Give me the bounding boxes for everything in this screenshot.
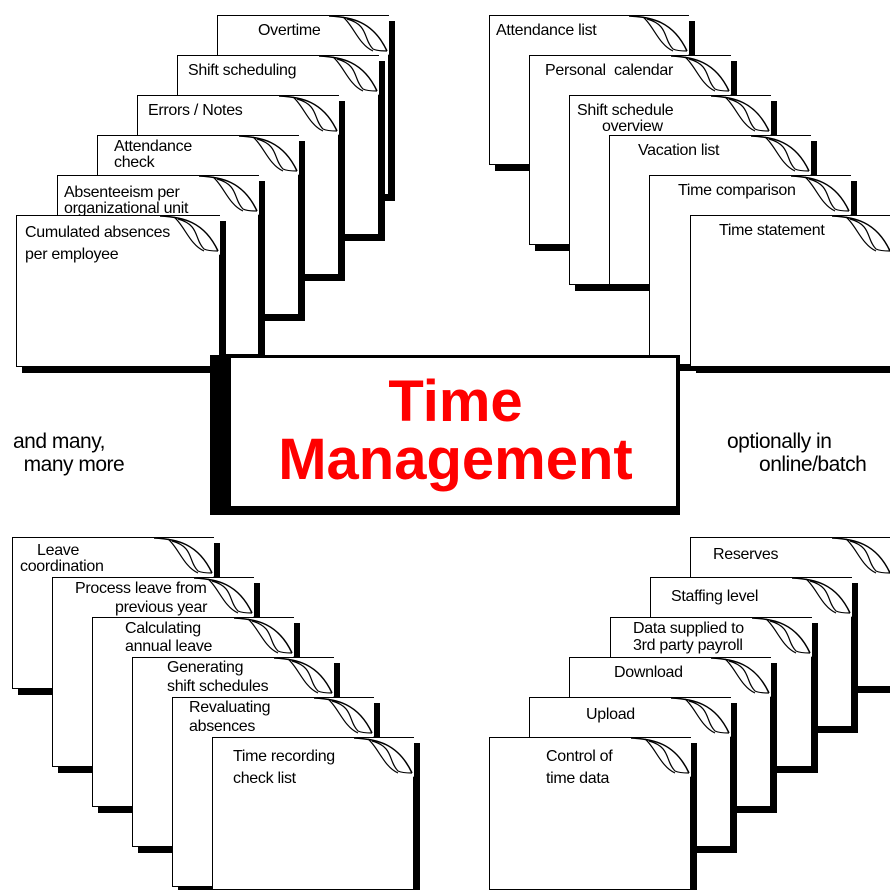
page-curl-icon: [274, 657, 334, 697]
card-label-line-2: shift schedules: [167, 678, 269, 695]
page-curl-icon: [832, 215, 890, 254]
card-label-line-1: Time recording: [233, 748, 335, 765]
page-curl-icon: [791, 175, 851, 215]
card-label-line-1: Staffing level: [671, 588, 759, 605]
card-label-line-2: overview: [602, 118, 663, 135]
page-curl-icon: [319, 55, 379, 95]
page-curl-icon: [711, 95, 771, 135]
card-label-line-1: Leave: [37, 542, 80, 559]
card-label-line-1: Revaluating: [189, 699, 271, 716]
card-label-line-1: Personal calendar: [545, 62, 674, 79]
card-label-line-1: Upload: [586, 706, 635, 723]
page-curl-icon: [629, 15, 689, 55]
card-label-line-1: Reserves: [713, 546, 779, 563]
card-label-line-2: coordination: [20, 558, 104, 575]
cards-top-left-card-6: Cumulated absences per employee: [16, 215, 220, 367]
card-label-line-2: previous year: [115, 599, 208, 616]
side-note-left-line-1: and many,: [13, 430, 106, 453]
card-label-line-1: Shift schedule: [577, 102, 674, 119]
side-note-right: optionally in online/batch: [727, 430, 867, 476]
card-label-line-1: Calculating: [125, 620, 201, 637]
page-curl-icon: [832, 537, 890, 576]
side-note-left: and many, many more: [13, 430, 125, 476]
page-curl-icon: [314, 697, 374, 737]
card-label-line-1: Cumulated absences: [25, 224, 170, 241]
page-curl-icon: [199, 175, 259, 215]
card-label-line-2: check: [114, 154, 155, 171]
card-label-line-1: Download: [614, 664, 683, 681]
card-label-line-2: 3rd party payroll: [633, 637, 743, 654]
card-label-line-1: Data supplied to: [633, 620, 744, 637]
cards-top-right-card-6: Time statement: [690, 215, 890, 367]
title-box-inner: Time Management: [229, 356, 678, 508]
page-curl-icon: [329, 15, 389, 55]
page-curl-icon: [671, 55, 731, 95]
card-label-line-2: organizational unit: [64, 200, 189, 217]
title-line-2: Management: [278, 427, 633, 492]
cards-bottom-right-card-6: Control of time data: [489, 737, 691, 890]
page-curl-icon: [160, 215, 220, 255]
page-curl-icon: [194, 577, 254, 617]
side-note-right-line-1: optionally in: [727, 430, 832, 453]
card-label-line-2: absences: [189, 718, 256, 735]
card-label-line-1: Process leave from: [75, 580, 207, 597]
page-curl-icon: [711, 657, 771, 697]
card-label-line-2: time data: [546, 770, 610, 787]
card-label-line-1: Control of: [546, 748, 613, 765]
title-line-1: Time: [388, 369, 523, 434]
card-label-line-1: Absenteeism per: [64, 184, 180, 201]
page-curl-icon: [752, 617, 812, 657]
page-curl-icon: [792, 577, 852, 617]
card-label-line-1: Attendance list: [496, 22, 597, 39]
side-note-left-line-2: many more: [23, 453, 125, 476]
card-label-line-1: Generating: [167, 659, 244, 676]
page-curl-icon: [279, 95, 339, 135]
page-curl-icon: [239, 135, 299, 175]
card-label-line-2: check list: [233, 770, 296, 787]
page-curl-icon: [234, 617, 294, 657]
page-curl-icon: [631, 737, 691, 777]
card-label-line-1: Time comparison: [678, 182, 796, 199]
card-label-line-2: per employee: [25, 246, 119, 263]
title-box: Time Management: [210, 355, 680, 515]
card-label-line-1: Shift scheduling: [188, 62, 297, 79]
side-note-right-line-2: online/batch: [759, 453, 867, 476]
card-label-line-1: Attendance: [114, 138, 192, 155]
page-curl-icon: [671, 697, 731, 737]
page-curl-icon: [354, 737, 414, 777]
page-curl-icon: [154, 537, 214, 577]
card-label-line-1: Time statement: [719, 222, 825, 239]
page-curl-icon: [751, 135, 811, 175]
card-label-line-1: Errors / Notes: [148, 102, 243, 119]
cards-bottom-left-card-6: Time recording check list: [212, 737, 414, 890]
card-label-line-1: Vacation list: [638, 142, 720, 159]
card-label-line-2: annual leave: [125, 638, 213, 655]
card-label-line-1: Overtime: [258, 22, 321, 39]
